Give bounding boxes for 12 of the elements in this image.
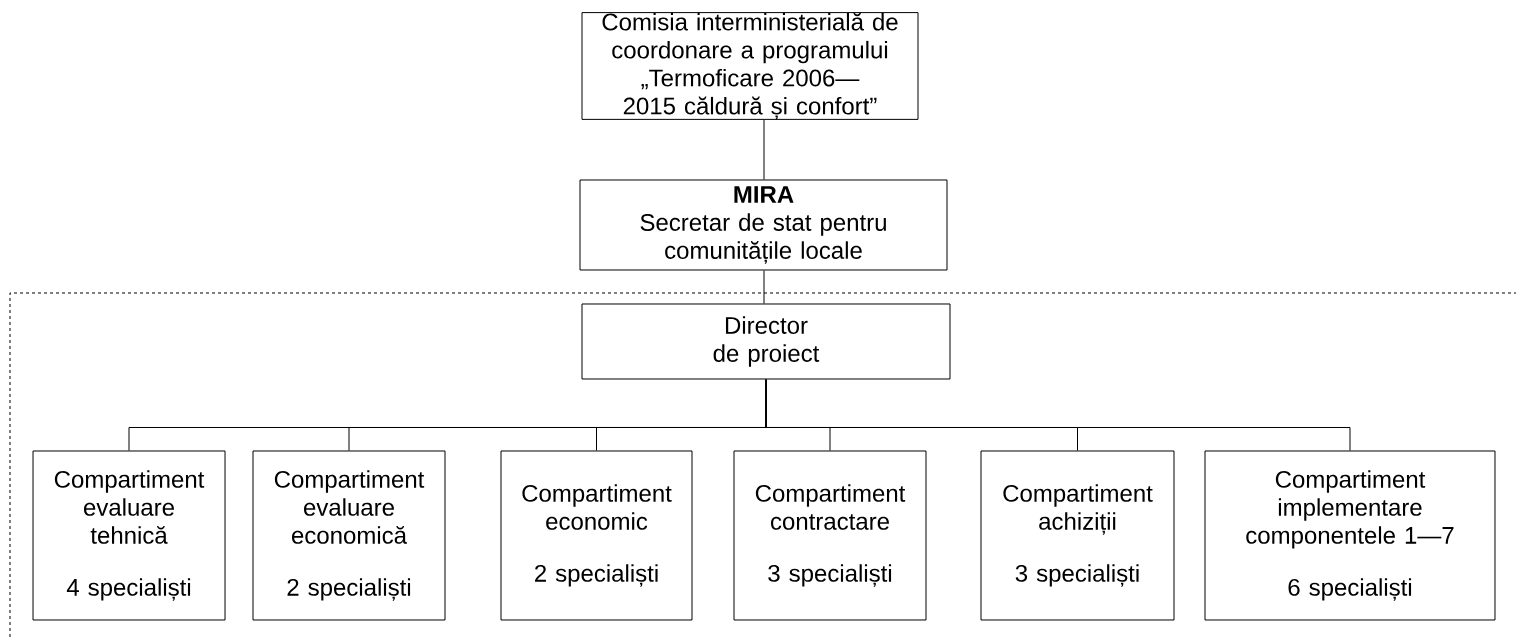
box: MIRA Secretar de stat pentru comunitățile locale	[579, 179, 948, 271]
box: Compartiment achiziții 3 specialiști	[980, 450, 1175, 621]
box: Compartiment evaluare economică 2 specialiști	[252, 450, 446, 621]
box: Compartiment evaluare tehnică 4 specialiști	[32, 450, 226, 621]
box: Compartiment contractare 3 specialiști	[733, 450, 927, 621]
box: Director de proiect	[581, 303, 951, 380]
box: Compartiment economic 2 specialiști	[500, 450, 693, 621]
box: Compartiment implementare componentele 1—7 6 specialiști	[1204, 450, 1496, 621]
connector-line	[765, 379, 1351, 451]
connector-line	[763, 270, 765, 304]
connector-line	[763, 119, 765, 180]
box: Comisia interministerială de coordonare a programului „Termoficare 2006—2015 căldură și confort”	[581, 12, 919, 120]
